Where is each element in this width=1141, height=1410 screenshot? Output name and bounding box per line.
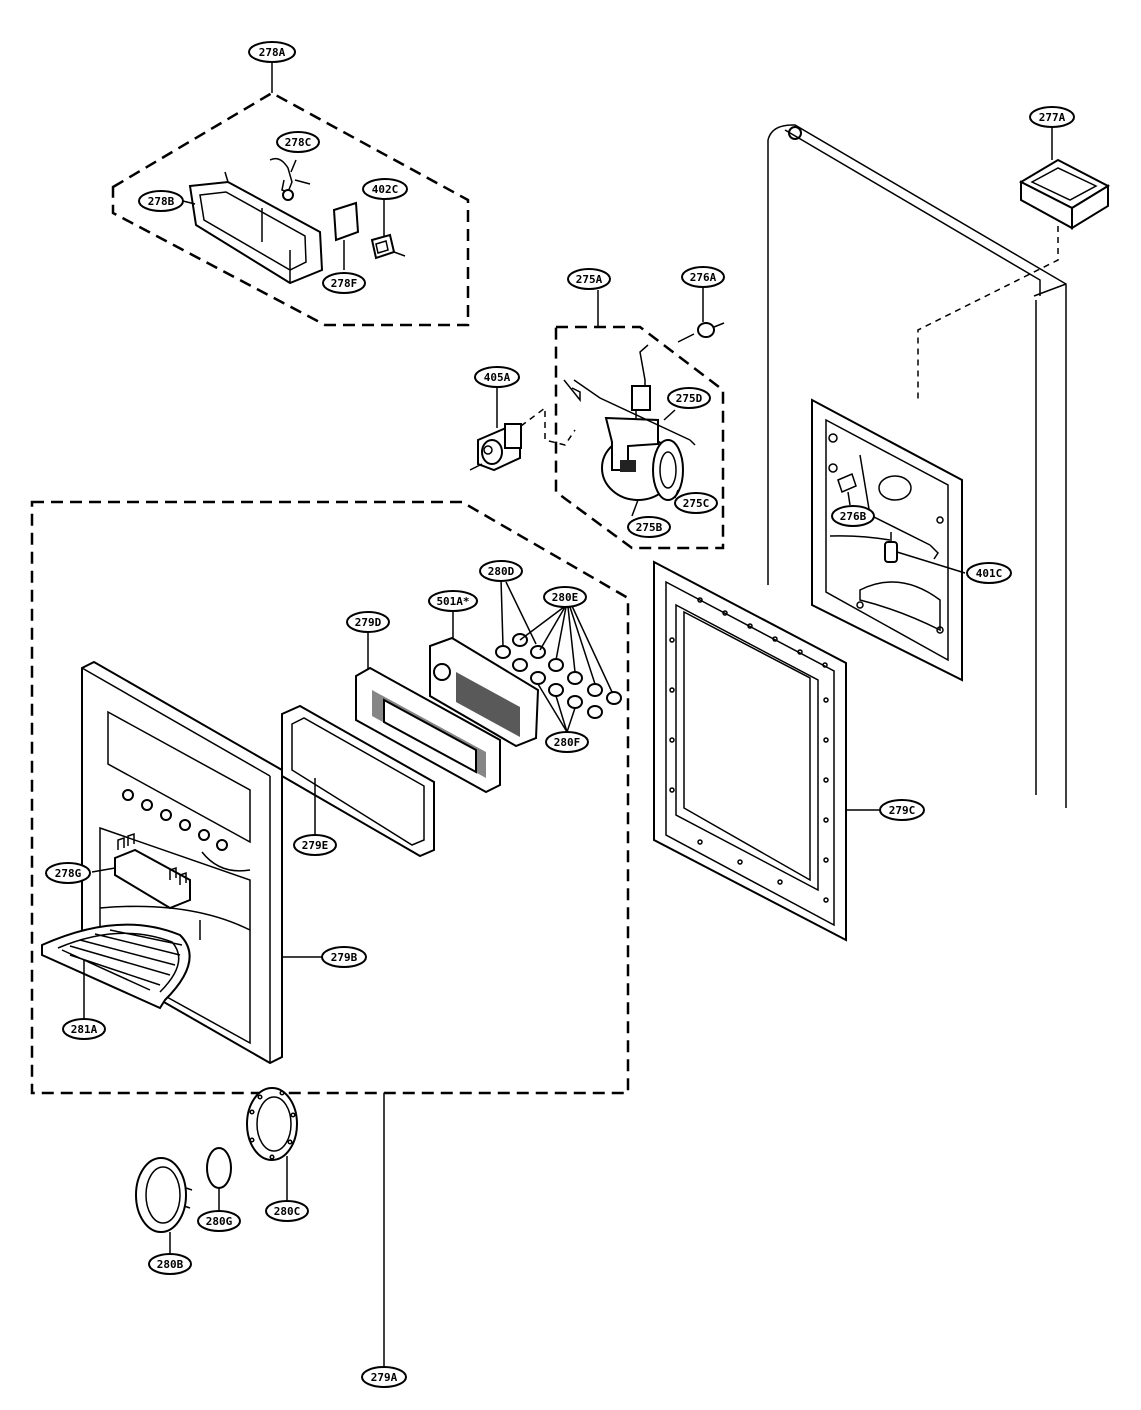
svg-text:275B: 275B (636, 521, 663, 534)
callout-280F: 280F (545, 731, 589, 753)
frame-holes (669, 597, 829, 903)
svg-text:276A: 276A (690, 271, 717, 284)
callout-279A: 279A (361, 1366, 407, 1388)
part-278B-housing (182, 171, 324, 285)
callout-280G: 280G (197, 1210, 241, 1232)
part-280E-knobs (495, 578, 622, 733)
svg-text:279E: 279E (302, 839, 329, 852)
part-275B-motor (573, 344, 696, 517)
svg-text:278C: 278C (285, 136, 312, 149)
svg-text:501A*: 501A* (436, 595, 469, 608)
assembly-279A-group (30, 500, 630, 1366)
callout-279E: 279E (293, 834, 337, 856)
callout-275A: 275A (567, 268, 611, 290)
callout-275C: 275C (674, 492, 718, 514)
part-280C-ring (246, 1087, 298, 1200)
svg-text:280D: 280D (488, 565, 515, 578)
part-280B-bezel (135, 1157, 193, 1253)
callout-281A: 281A (62, 1018, 106, 1040)
callout-501A: 501A* (428, 590, 478, 612)
part-278F-plate (332, 201, 360, 270)
part-279D-window (355, 632, 501, 794)
svg-text:278A: 278A (259, 46, 286, 59)
callout-278G: 278G (45, 862, 91, 884)
part-279E-gasket (281, 704, 435, 858)
svg-text:278B: 278B (148, 195, 175, 208)
part-278G-bracket (91, 832, 191, 910)
callouts: 278A 278C 278B 402C 278F 277A 276A 275A … (45, 41, 1075, 1388)
svg-text:280G: 280G (206, 1215, 233, 1228)
svg-text:280B: 280B (157, 1258, 184, 1271)
callout-277A: 277A (1029, 106, 1075, 128)
svg-text:279B: 279B (331, 951, 358, 964)
callout-276B: 276B (831, 505, 875, 527)
callout-278A: 278A (248, 41, 296, 63)
svg-text:276B: 276B (840, 510, 867, 523)
svg-text:401C: 401C (976, 567, 1003, 580)
callout-405A: 405A (474, 366, 520, 388)
assembly-275A-group (554, 288, 725, 550)
callout-280B: 280B (148, 1253, 192, 1275)
callout-280C: 280C (265, 1200, 309, 1222)
svg-text:275A: 275A (576, 273, 603, 286)
svg-text:280F: 280F (554, 736, 581, 749)
panel-buttons (122, 789, 228, 851)
part-405A-solenoid (469, 388, 576, 472)
part-276B-switch (837, 472, 857, 506)
callout-280D: 280D (479, 560, 523, 582)
svg-text:281A: 281A (71, 1023, 98, 1036)
part-501A-display-board (429, 610, 540, 748)
part-401C-lamp (829, 532, 966, 574)
svg-text:280E: 280E (552, 591, 579, 604)
part-402C-switch (370, 200, 406, 260)
svg-text:280C: 280C (274, 1205, 301, 1218)
part-278C-lever (269, 157, 311, 201)
callout-278F: 278F (322, 272, 366, 294)
svg-text:405A: 405A (484, 371, 511, 384)
part-277A-cap (917, 128, 1111, 400)
callout-279D: 279D (346, 611, 390, 633)
svg-text:402C: 402C (372, 183, 399, 196)
callout-401C: 401C (966, 562, 1012, 584)
svg-text:277A: 277A (1039, 111, 1066, 124)
callout-278B: 278B (138, 190, 184, 212)
callout-275B: 275B (627, 516, 671, 538)
assembly-278A-group (111, 63, 470, 327)
callout-279C: 279C (879, 799, 925, 821)
svg-text:275C: 275C (683, 497, 710, 510)
part-281A-drip-tray (41, 920, 201, 1020)
part-280G-lens (206, 1147, 232, 1211)
callout-279B: 279B (321, 946, 367, 968)
svg-text:278G: 278G (55, 867, 82, 880)
svg-text:275D: 275D (676, 392, 703, 405)
svg-text:279A: 279A (371, 1371, 398, 1384)
callout-280E: 280E (543, 586, 587, 608)
svg-text:278F: 278F (331, 277, 358, 290)
callout-402C: 402C (362, 178, 408, 200)
door-recess (811, 398, 966, 682)
svg-text:279D: 279D (355, 616, 382, 629)
callout-275D: 275D (667, 387, 711, 409)
door-panel (767, 124, 1067, 808)
callout-276A: 276A (681, 266, 725, 288)
svg-text:279C: 279C (889, 804, 916, 817)
part-276A-spring (677, 288, 725, 343)
callout-278C: 278C (276, 131, 320, 153)
part-279C-frame (653, 560, 880, 942)
